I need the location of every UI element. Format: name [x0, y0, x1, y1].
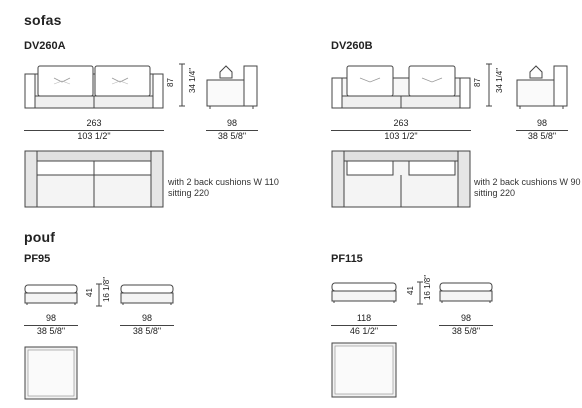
depth-dimension-line-dv260a — [206, 130, 258, 131]
depth-cm-dv260b: 98 — [536, 118, 547, 128]
note-sitting-dv260a: sitting 220 — [168, 188, 210, 198]
height-dimension-pf115 — [417, 281, 423, 305]
depth-dimension-line-pf95 — [120, 325, 174, 326]
section-title-sofas: sofas — [24, 12, 62, 28]
height-in-dv260b: 34 1/4" — [495, 67, 505, 94]
depth-in-pf115: 38 5/8" — [451, 326, 481, 336]
width-dimension-line-dv260a — [24, 130, 164, 131]
height-dimension-pf95 — [96, 283, 102, 307]
height-in-dv260a: 34 1/4" — [188, 67, 198, 94]
height-in-pf95: 16 1/8" — [102, 276, 112, 303]
depth-cm-pf95: 98 — [141, 313, 152, 323]
width-cm-dv260a: 263 — [86, 118, 102, 128]
depth-cm-dv260a: 98 — [226, 118, 237, 128]
width-in-pf95: 38 5/8" — [36, 326, 66, 336]
pouf-side-view-pf115 — [439, 282, 493, 303]
width-cm-pf115: 118 — [356, 313, 372, 323]
model-label-pf115: PF115 — [331, 253, 363, 265]
sofa-top-view-dv260a — [24, 150, 164, 208]
depth-dimension-line-dv260b — [516, 130, 568, 131]
height-cm-dv260a: 87 — [165, 78, 175, 87]
width-cm-dv260b: 263 — [393, 118, 409, 128]
width-cm-pf95: 98 — [45, 313, 56, 323]
pouf-front-view-pf115 — [331, 282, 397, 303]
height-cm-pf95: 41 — [84, 288, 94, 297]
pouf-top-view-pf115 — [331, 342, 397, 398]
sofa-front-view-dv260b — [331, 65, 471, 109]
depth-in-dv260a: 38 5/8" — [217, 131, 247, 141]
width-dimension-line-dv260b — [331, 130, 471, 131]
note-back-cushions-dv260a: with 2 back cushions W 110 — [168, 177, 279, 187]
sofa-top-view-dv260b — [331, 150, 471, 208]
width-in-dv260a: 103 1/2" — [77, 131, 111, 141]
height-dimension-dv260b — [486, 63, 492, 107]
section-title-pouf: pouf — [24, 229, 56, 245]
height-dimension-dv260a — [179, 63, 185, 107]
height-cm-pf115: 41 — [405, 286, 415, 295]
width-in-pf115: 46 1/2" — [349, 326, 379, 336]
depth-cm-pf115: 98 — [460, 313, 471, 323]
model-label-dv260a: DV260A — [24, 40, 66, 52]
sofa-side-view-dv260b — [516, 65, 568, 109]
height-cm-dv260b: 87 — [472, 78, 482, 87]
pouf-front-view-pf95 — [24, 284, 78, 305]
width-in-dv260b: 103 1/2" — [384, 131, 418, 141]
depth-in-dv260b: 38 5/8" — [527, 131, 557, 141]
width-dimension-line-pf115 — [331, 325, 397, 326]
pouf-side-view-pf95 — [120, 284, 174, 305]
width-dimension-line-pf95 — [24, 325, 78, 326]
model-label-pf95: PF95 — [24, 253, 51, 265]
note-back-cushions-dv260b: with 2 back cushions W 90 — [474, 177, 581, 187]
pouf-top-view-pf95 — [24, 346, 78, 400]
sofa-front-view-dv260a — [24, 65, 164, 109]
depth-in-pf95: 38 5/8" — [132, 326, 162, 336]
depth-dimension-line-pf115 — [439, 325, 493, 326]
note-sitting-dv260b: sitting 220 — [474, 188, 516, 198]
sofa-side-view-dv260a — [206, 65, 258, 109]
model-label-dv260b: DV260B — [331, 40, 373, 52]
height-in-pf115: 16 1/8" — [423, 274, 433, 301]
